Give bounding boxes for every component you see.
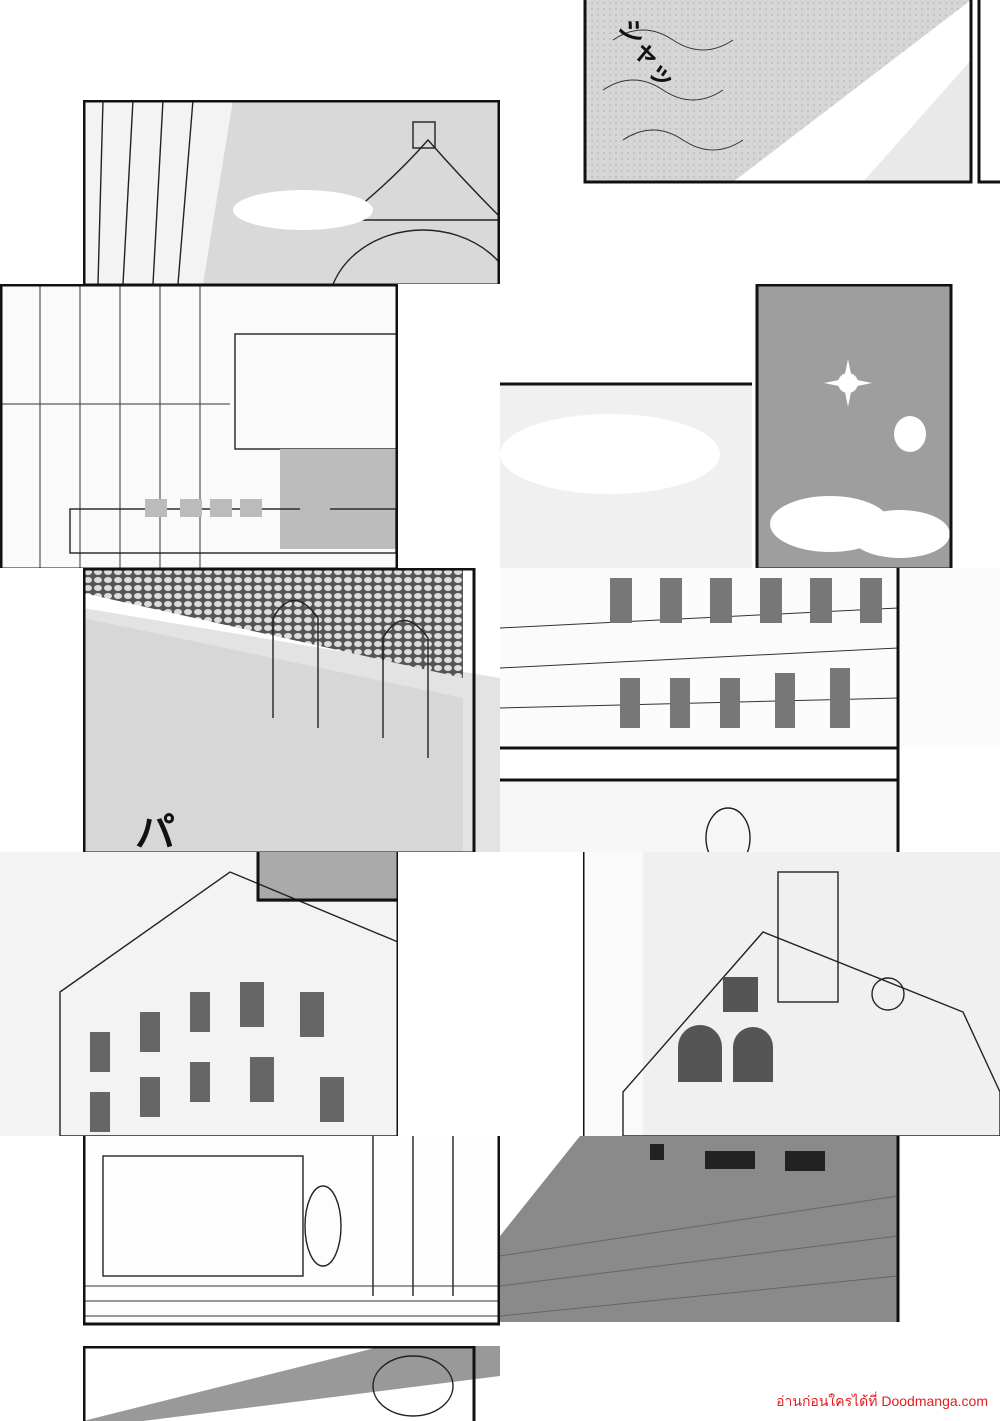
panel-living-room [0, 284, 398, 568]
panel-dome-building [83, 100, 500, 284]
panel-pool-ladder: パ [83, 568, 500, 852]
panel-pool-water-top: シャッ [583, 0, 1000, 185]
panel-bottom-plants [83, 1346, 500, 1421]
panel-rooftop-deck [500, 1136, 1000, 1322]
sfx-pa-text: パ [135, 810, 175, 852]
panel-sky-sun [500, 284, 1000, 568]
watermark-text[interactable]: อ่านก่อนใครได้ที่ Doodmanga.com [776, 1393, 988, 1409]
panel-tall-building [0, 852, 398, 1136]
panel-building-facade [500, 568, 1000, 852]
panel-clock-tower [583, 852, 1000, 1136]
panel-statue-columns [83, 1136, 500, 1326]
